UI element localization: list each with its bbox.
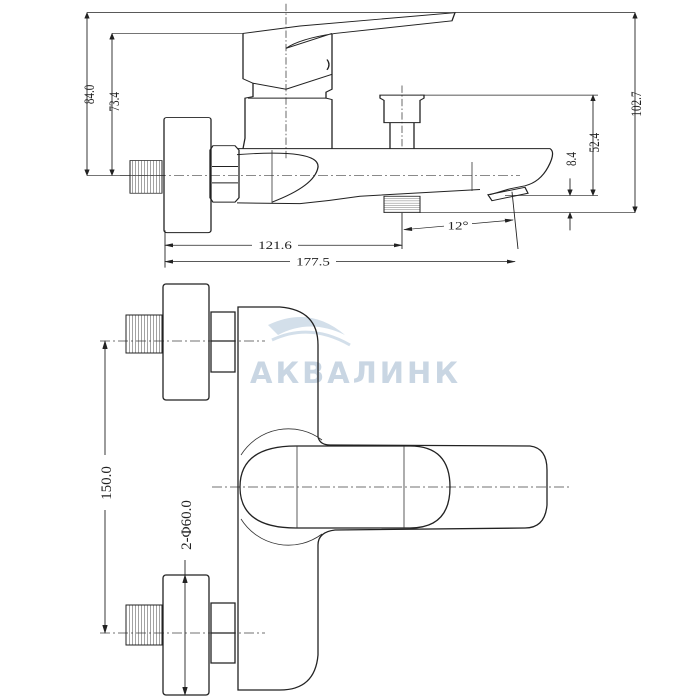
label-bg	[290, 254, 336, 268]
diverter-knob	[379, 94, 425, 149]
valve-body	[237, 306, 548, 691]
lever-base	[252, 73, 333, 90]
label-bg	[444, 219, 472, 233]
dim-label-121: 121.6	[258, 239, 292, 252]
dim-label-52: 52.4	[585, 133, 602, 153]
cartridge-body-right	[325, 33, 333, 149]
lever-handle	[242, 12, 456, 49]
lower-nut	[210, 602, 236, 664]
lever-screw	[326, 59, 330, 71]
upper-thread	[125, 314, 163, 354]
dim-label-8: 8.4	[562, 152, 579, 166]
dim-label-84: 84.0	[80, 84, 97, 104]
upper-nut	[210, 311, 236, 373]
dim-label-12deg: 12°	[448, 220, 469, 233]
front-view: АКВАЛИНК 150.0 2-Φ60.0	[95, 283, 570, 696]
spout-nozzle	[487, 186, 529, 202]
extension-line-angle	[511, 191, 519, 250]
escutcheon-ring	[240, 428, 323, 546]
wave-icon	[268, 317, 345, 335]
watermark-logo: АКВАЛИНК	[250, 317, 461, 390]
label-bg	[252, 237, 298, 252]
side-view: 84.0 73.4 102.7 52.4 8.4 12° 121.6 177.5	[80, 3, 644, 268]
spout-contour	[236, 152, 319, 203]
dim-label-73: 73.4	[105, 92, 122, 112]
lever-handle-front	[239, 445, 451, 529]
wall-flange	[163, 116, 212, 234]
dim-label-102: 102.7	[627, 91, 644, 116]
label-bg	[95, 455, 115, 510]
dim-label-150: 150.0	[99, 466, 115, 500]
lower-flange	[162, 574, 210, 696]
spout-bottom	[236, 189, 481, 205]
cartridge-body-left	[242, 33, 254, 149]
dim-label-60: 2-Φ60.0	[179, 500, 195, 550]
hex-nut	[209, 145, 240, 203]
watermark-text: АКВАЛИНК	[250, 356, 461, 390]
upper-flange	[162, 283, 210, 401]
drawing-canvas: 84.0 73.4 102.7 52.4 8.4 12° 121.6 177.5	[80, 3, 644, 268]
dim-label-177: 177.5	[296, 255, 330, 268]
spout-top	[237, 148, 554, 196]
lower-thread	[125, 604, 163, 646]
wave-icon	[271, 330, 351, 347]
inlet-thread	[129, 160, 163, 194]
